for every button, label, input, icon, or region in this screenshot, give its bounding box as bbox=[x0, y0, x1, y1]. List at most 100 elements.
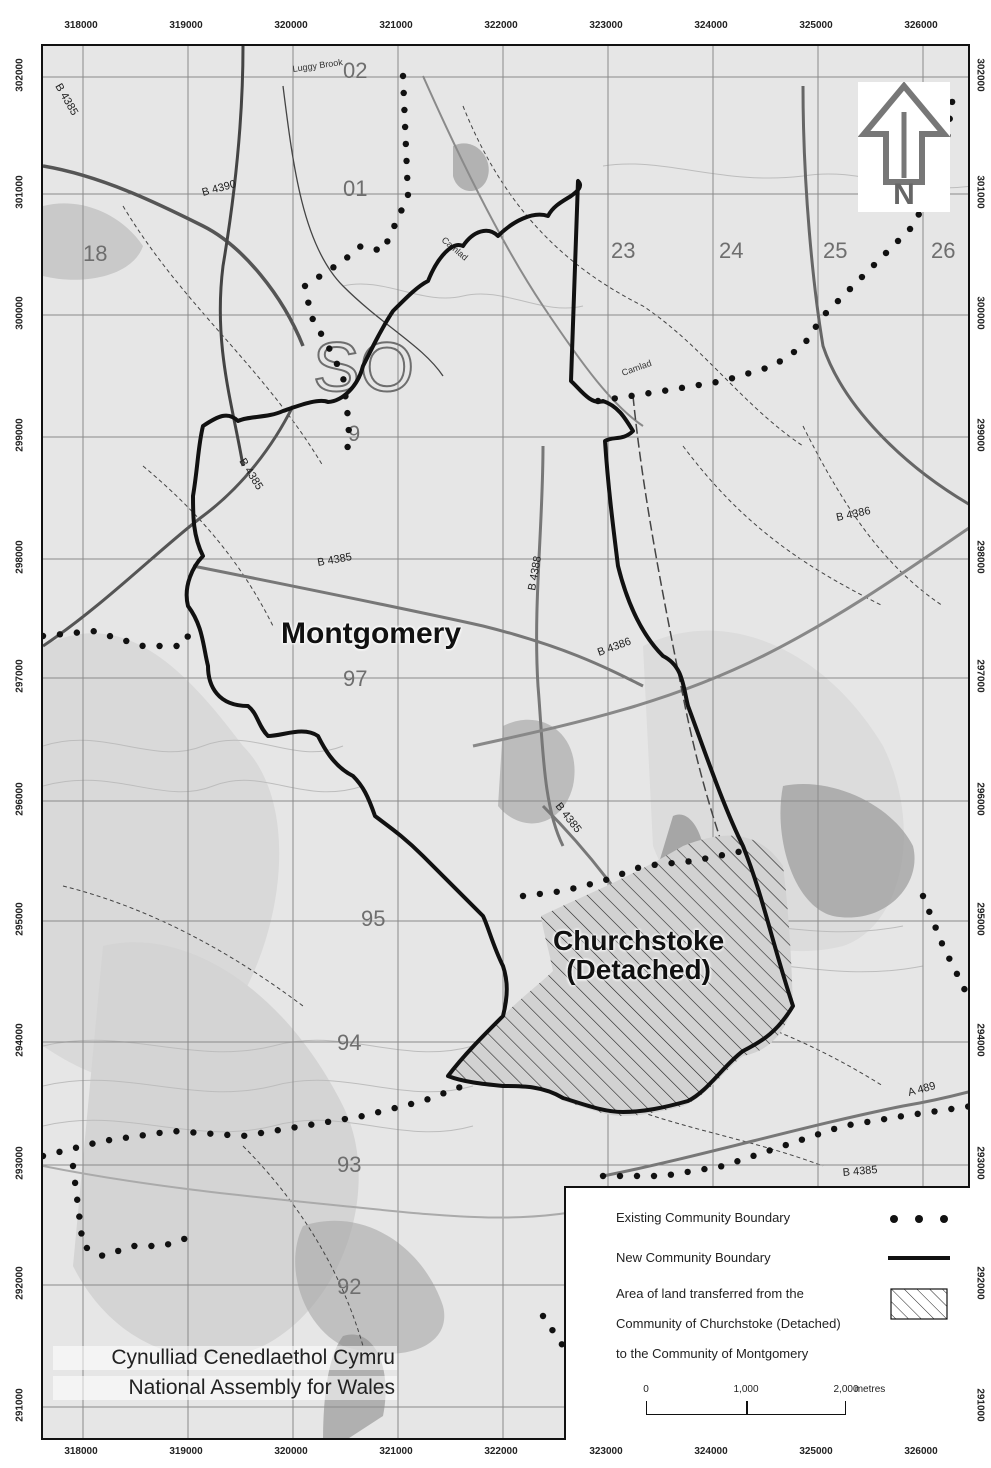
existing-boundary-dot-3-2 bbox=[553, 888, 560, 895]
existing-boundary-dot-1-19 bbox=[870, 261, 878, 269]
grid-square-label-1: 01 bbox=[343, 176, 367, 201]
existing-boundary-dot-2-7 bbox=[156, 642, 163, 650]
grid-square-label-10: 95 bbox=[361, 906, 385, 931]
road-label-4: B 4388 bbox=[526, 555, 544, 591]
existing-boundary-dot-3-10 bbox=[685, 858, 692, 865]
existing-boundary-dot-6-0 bbox=[69, 1162, 77, 1170]
existing-boundary-dot-6-6 bbox=[98, 1252, 106, 1259]
grid-square-label-3: 23 bbox=[611, 238, 635, 263]
existing-boundary-dot-0-12 bbox=[357, 243, 364, 250]
existing-boundary-dot-5-2 bbox=[633, 1172, 641, 1180]
existing-boundary-dot-0-3 bbox=[401, 123, 409, 131]
existing-boundary-dot-4-22 bbox=[407, 1100, 415, 1108]
existing-boundary-dot-3-1 bbox=[536, 890, 544, 898]
existing-boundary-dot-6-3 bbox=[76, 1213, 83, 1220]
easting-tick-bottom-5: 323000 bbox=[589, 1446, 623, 1457]
scale-bar-mid-tick bbox=[746, 1401, 748, 1415]
grid-square-label-4: 24 bbox=[719, 238, 743, 263]
label-churchstoke-detached: Churchstoke (Detached) bbox=[553, 925, 725, 986]
existing-boundary-dot-0-6 bbox=[404, 174, 411, 182]
easting-tick-bottom-8: 326000 bbox=[904, 1446, 938, 1457]
northing-tick-right-5: 297000 bbox=[974, 659, 986, 693]
existing-boundary-dot-2-9 bbox=[184, 633, 191, 640]
existing-boundary-dot-4-12 bbox=[241, 1132, 248, 1139]
grid-square-label-12: 93 bbox=[337, 1152, 361, 1177]
existing-boundary-dot-1-10 bbox=[761, 365, 768, 372]
northing-tick-right-4: 298000 bbox=[974, 540, 986, 574]
existing-boundary-dot-4-18 bbox=[341, 1115, 349, 1123]
easting-tick-top-7: 325000 bbox=[799, 20, 833, 31]
new-community-boundary[interactable] bbox=[184, 179, 795, 1114]
existing-boundary-dot-0-18 bbox=[309, 315, 316, 323]
existing-boundary-dot-8-1 bbox=[549, 1326, 556, 1334]
existing-boundary-dot-4-21 bbox=[391, 1104, 398, 1112]
easting-tick-bottom-3: 321000 bbox=[379, 1446, 413, 1457]
existing-boundary-dot-3-0 bbox=[519, 892, 527, 900]
existing-boundary-dot-1-14 bbox=[812, 323, 820, 330]
existing-boundary-dot-5-4 bbox=[667, 1171, 675, 1178]
existing-boundary-dot-0-19 bbox=[317, 330, 325, 337]
existing-boundary-dot-7-2 bbox=[932, 924, 939, 931]
existing-boundary-dot-5-21 bbox=[948, 1105, 955, 1113]
transferred-area[interactable] bbox=[448, 835, 793, 1116]
grid-square-label-13: 92 bbox=[337, 1274, 361, 1299]
grid-square-label-2: 18 bbox=[83, 241, 107, 266]
northing-tick-right-11: 291000 bbox=[974, 1388, 986, 1422]
label-montgomery: Montgomery bbox=[281, 617, 461, 650]
rail-layer bbox=[282, 85, 744, 907]
existing-community-boundary[interactable] bbox=[43, 72, 970, 1376]
existing-boundary-dot-4-16 bbox=[308, 1121, 315, 1128]
existing-boundary-dot-0-22 bbox=[340, 376, 347, 383]
northing-tick-left-9: 293000 bbox=[14, 1146, 26, 1180]
existing-boundary-dot-6-9 bbox=[148, 1242, 155, 1250]
existing-boundary-dot-1-4 bbox=[662, 387, 669, 394]
existing-boundary-dot-5-1 bbox=[616, 1172, 624, 1180]
existing-boundary-dot-5-22 bbox=[964, 1103, 968, 1110]
easting-tick-bottom-1: 319000 bbox=[169, 1446, 203, 1457]
northing-tick-right-10: 292000 bbox=[974, 1266, 986, 1300]
existing-boundary-dot-6-5 bbox=[83, 1244, 91, 1252]
existing-boundary-dot-2-3 bbox=[90, 628, 97, 635]
existing-boundary-dot-6-2 bbox=[74, 1196, 81, 1203]
existing-boundary-dot-3-3 bbox=[570, 885, 577, 892]
northing-tick-right-6: 296000 bbox=[974, 782, 986, 816]
legend-existing-symbol bbox=[890, 1215, 948, 1223]
credit-welsh: Cynulliad Cenedlaethol Cymru bbox=[53, 1346, 397, 1370]
existing-boundary-dot-1-3 bbox=[645, 390, 652, 397]
existing-boundary-dot-4-3 bbox=[89, 1140, 96, 1147]
existing-boundary-dot-0-7 bbox=[404, 191, 412, 199]
existing-boundary-dot-7-4 bbox=[946, 955, 953, 962]
existing-boundary-dot-6-7 bbox=[114, 1247, 122, 1255]
existing-boundary-dot-2-6 bbox=[139, 642, 146, 650]
easting-tick-top-3: 321000 bbox=[379, 20, 413, 31]
northing-tick-right-2: 300000 bbox=[974, 296, 986, 330]
existing-boundary-dot-3-8 bbox=[651, 861, 658, 869]
existing-boundary-dot-1-2 bbox=[628, 392, 635, 400]
northing-tick-left-5: 297000 bbox=[14, 659, 26, 693]
existing-boundary-dot-4-17 bbox=[324, 1118, 332, 1126]
scale-unit: metres bbox=[854, 1384, 886, 1395]
existing-boundary-dot-6-11 bbox=[181, 1235, 188, 1243]
existing-boundary-dot-5-8 bbox=[734, 1158, 741, 1165]
northing-tick-left-10: 292000 bbox=[14, 1266, 26, 1300]
legend-existing-label: Existing Community Boundary bbox=[616, 1210, 791, 1225]
easting-tick-bottom-2: 320000 bbox=[274, 1446, 308, 1457]
grid-square-label-11: 94 bbox=[337, 1030, 361, 1055]
north-arrow-icon bbox=[857, 81, 951, 185]
existing-boundary-dot-7-0 bbox=[919, 892, 927, 900]
existing-boundary-dot-5-14 bbox=[830, 1125, 838, 1133]
northing-tick-left-7: 295000 bbox=[14, 902, 26, 936]
easting-tick-top-6: 324000 bbox=[694, 20, 728, 31]
existing-boundary-dot-1-15 bbox=[822, 309, 830, 317]
northing-tick-right-7: 295000 bbox=[974, 902, 986, 936]
existing-boundary-dot-2-1 bbox=[56, 631, 64, 638]
legend-transfer-line3: to the Community of Montgomery bbox=[616, 1346, 809, 1361]
legend-new-symbol bbox=[888, 1256, 950, 1260]
easting-tick-top-2: 320000 bbox=[274, 20, 308, 31]
existing-boundary-dot-3-7 bbox=[634, 864, 642, 872]
legend-new-label: New Community Boundary bbox=[616, 1250, 771, 1265]
easting-tick-top-8: 326000 bbox=[904, 20, 938, 31]
existing-boundary-dot-3-11 bbox=[702, 855, 709, 862]
existing-boundary-dot-8-2 bbox=[558, 1341, 566, 1348]
